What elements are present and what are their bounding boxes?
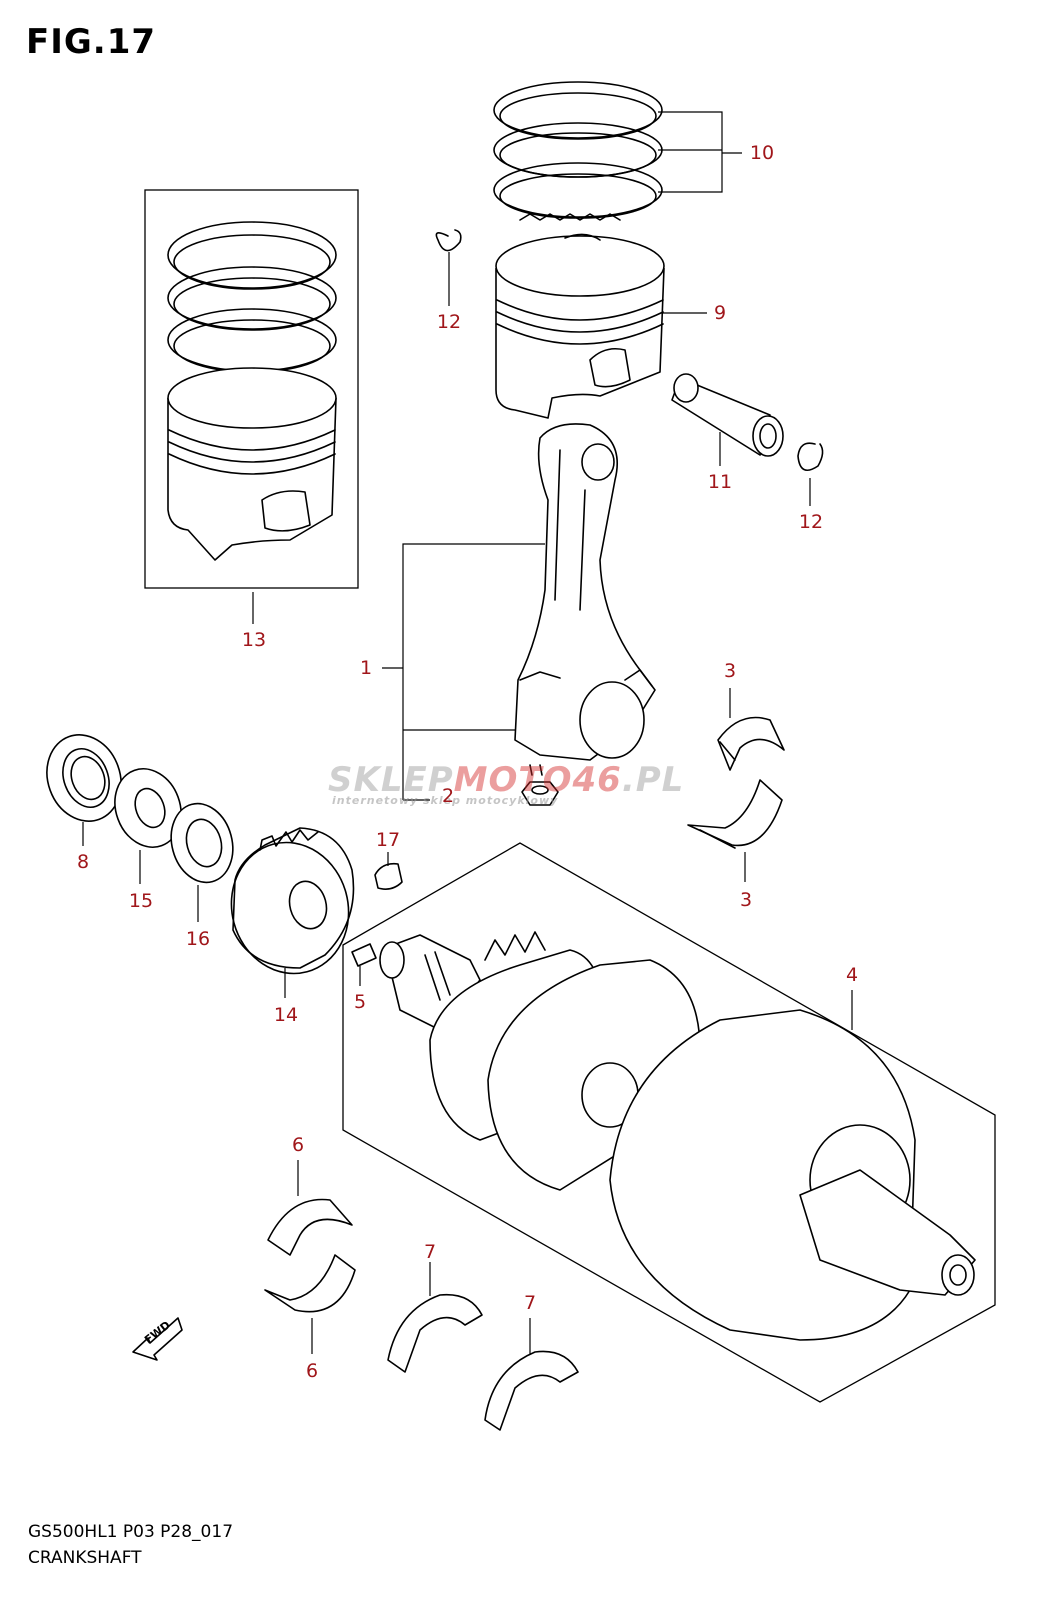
callout-3-upper[interactable]: 3 <box>723 660 737 682</box>
callout-10[interactable]: 10 <box>749 142 775 164</box>
piston[interactable] <box>495 233 665 419</box>
callout-12-upper[interactable]: 12 <box>436 311 462 333</box>
callout-16[interactable]: 16 <box>185 928 211 950</box>
callout-11[interactable]: 11 <box>707 471 733 493</box>
circlip-upper[interactable] <box>435 229 462 252</box>
callout-13[interactable]: 13 <box>241 629 267 651</box>
piston-pin[interactable] <box>671 373 784 457</box>
crank-bearing-lower[interactable] <box>264 1254 356 1313</box>
thrust-bearing-b[interactable] <box>484 1350 579 1431</box>
callout-7-left[interactable]: 7 <box>423 1241 437 1263</box>
callout-1[interactable]: 1 <box>359 657 373 679</box>
watermark-brand-end: .PL <box>621 760 685 800</box>
conrod-bearing-upper[interactable] <box>717 716 785 771</box>
thrust-bearing-a[interactable] <box>387 1293 483 1373</box>
callout-8[interactable]: 8 <box>76 851 90 873</box>
callout-6-lower[interactable]: 6 <box>305 1360 319 1382</box>
watermark-tagline: internetowy sklep motocyklowy <box>332 794 559 807</box>
conrod-bearing-lower[interactable] <box>687 779 783 849</box>
dowel-pin[interactable] <box>351 943 377 967</box>
callout-15[interactable]: 15 <box>128 890 154 912</box>
callout-9[interactable]: 9 <box>713 302 727 324</box>
forward-arrow <box>132 1317 183 1361</box>
watermark-brand-start: SKLEP <box>328 760 454 800</box>
watermark: SKLEPMOTO46.PL internetowy sklep motocyk… <box>328 760 688 807</box>
figure-name: CRANKSHAFT <box>28 1548 142 1568</box>
piston-ring-set[interactable] <box>493 81 663 221</box>
primary-drive-gear[interactable] <box>217 827 363 987</box>
callout-3-lower[interactable]: 3 <box>739 889 753 911</box>
figure-title: FIG.17 <box>26 22 157 62</box>
callout-12-lower[interactable]: 12 <box>798 511 824 533</box>
callout-2[interactable]: 2 <box>441 785 455 807</box>
crankshaft-assembly[interactable] <box>342 842 996 1403</box>
woodruff-key[interactable] <box>374 862 403 890</box>
watermark-brand-accent: MOTO46 <box>453 760 622 800</box>
leader-lines <box>82 111 853 1354</box>
figure-code: GS500HL1 P03 P28_017 <box>28 1522 234 1542</box>
thrust-washer[interactable] <box>163 797 242 890</box>
crank-spacer[interactable] <box>104 759 192 856</box>
callout-17[interactable]: 17 <box>375 829 401 851</box>
circlip-lower[interactable] <box>797 442 824 472</box>
callout-5[interactable]: 5 <box>353 991 367 1013</box>
callout-6-upper[interactable]: 6 <box>291 1134 305 1156</box>
piston-kit-oversize[interactable] <box>144 189 359 589</box>
callout-4[interactable]: 4 <box>845 964 859 986</box>
crank-bearing-upper[interactable] <box>267 1198 353 1256</box>
conrod-nut[interactable] <box>521 781 559 806</box>
connecting-rod[interactable] <box>514 423 656 776</box>
callout-7-right[interactable]: 7 <box>523 1292 537 1314</box>
oil-seal[interactable] <box>35 724 133 831</box>
callout-14[interactable]: 14 <box>273 1004 299 1026</box>
